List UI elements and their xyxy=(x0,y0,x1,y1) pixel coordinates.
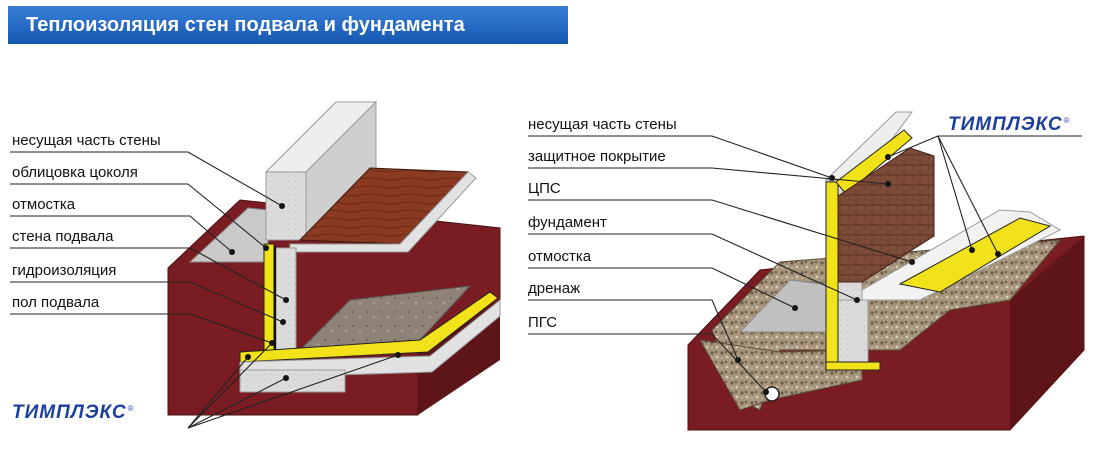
right-brand-mark: ® xyxy=(1063,115,1071,125)
left-label-plinth-cladding: облицовка цоколя xyxy=(12,164,138,181)
right-label-cps: ЦПС xyxy=(528,180,561,197)
right-leader-lines xyxy=(528,135,1082,393)
left-wall-front xyxy=(265,171,307,241)
left-label-load-bearing-wall: несущая часть стены xyxy=(12,132,161,149)
left-basement-wall xyxy=(275,247,297,361)
right-gravel-front xyxy=(699,339,863,411)
right-label-drainage: дренаж xyxy=(528,280,581,297)
right-brand-logo: ТИМПЛЭКС® xyxy=(948,114,1071,136)
right-label-load-bearing-wall: несущая часть стены xyxy=(528,116,677,133)
left-brand-mark: ® xyxy=(127,403,135,413)
right-floor-insulation xyxy=(898,217,1052,293)
left-brand-logo: ТИМПЛЭКС® xyxy=(12,402,135,424)
left-leader-lines xyxy=(10,151,399,429)
right-label-blind-area: отмостка xyxy=(528,248,592,265)
right-soil-side xyxy=(1010,236,1084,430)
right-diagram xyxy=(528,111,1085,431)
left-insulation-vertical xyxy=(263,243,275,357)
right-label-pgs: ПГС xyxy=(528,314,558,331)
right-insulation-vertical xyxy=(825,181,839,367)
left-label-basement-floor: пол подвала xyxy=(12,294,100,311)
right-label-foundation: фундамент xyxy=(528,214,607,231)
left-label-blind-area: отмостка xyxy=(12,196,76,213)
right-brand-text: ТИМПЛЭКС xyxy=(948,114,1063,135)
left-label-basement-wall: стена подвала xyxy=(12,228,114,245)
left-label-waterproofing: гидроизоляция xyxy=(12,262,117,279)
left-diagram xyxy=(10,100,501,429)
left-brand-text: ТИМПЛЭКС xyxy=(12,402,127,423)
right-label-protective-coating: защитное покрытие xyxy=(528,148,666,165)
left-footing xyxy=(239,369,346,393)
right-insulation-bottom xyxy=(825,361,881,371)
page-title: Теплоизоляция стен подвала и фундамента xyxy=(8,6,568,44)
right-insulation-top xyxy=(835,129,913,195)
